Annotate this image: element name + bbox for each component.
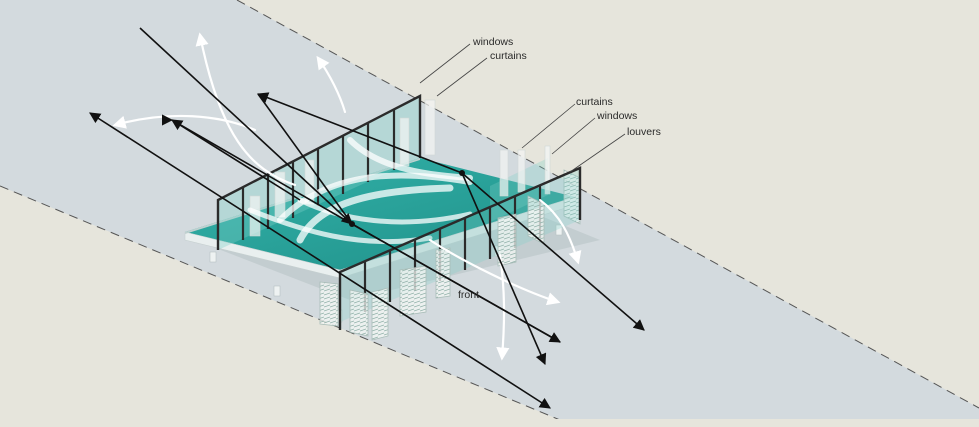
label-right-curtains: curtains (576, 96, 613, 108)
ventilation-vectors (89, 27, 645, 409)
label-leaders (419, 43, 626, 173)
air-node-right (459, 170, 465, 176)
label-right-windows: windows (596, 110, 637, 122)
label-left-curtains: curtains (490, 50, 527, 62)
road-edge-top (236, 0, 979, 409)
label-right-louvers: louvers (627, 126, 661, 138)
label-front: front (458, 289, 479, 301)
label-left-windows: windows (472, 36, 513, 48)
air-node-left (349, 221, 355, 227)
